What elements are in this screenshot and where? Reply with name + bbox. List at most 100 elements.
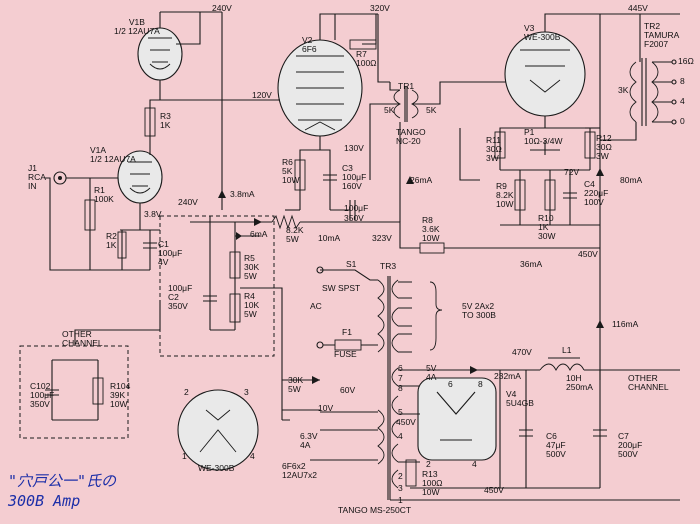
heater-6-3v: 6.3V 4A — [300, 431, 318, 450]
voltage-240v-mid: 240V — [178, 197, 198, 207]
tr2-tap-16: 16Ω — [678, 56, 694, 66]
pin-4: 4 — [250, 451, 255, 461]
caption-line1: "穴戸公一"氏の — [8, 472, 117, 490]
heater-5v-label: 5V 2Ax2 TO 300B — [462, 301, 496, 320]
tr2-tap-0: 0 — [680, 116, 685, 126]
v1b-tube — [137, 11, 222, 81]
r-8-2k-label: 8.2K 5W — [286, 225, 304, 244]
voltage-450v-bot: 450V — [484, 485, 504, 495]
tr3-transformer — [377, 276, 399, 500]
v4-pin-4: 4 — [472, 459, 477, 469]
tr3-tap-4: 4 — [398, 431, 403, 441]
heater-tubes: 6F6x2 12AU7x2 — [282, 461, 317, 480]
other-channel-1: OTHER CHANNEL — [62, 329, 103, 348]
f1-label: F1 — [342, 327, 352, 337]
v3-tube — [504, 31, 586, 117]
s1-label: S1 — [346, 259, 357, 269]
v4-pin-2: 2 — [426, 459, 431, 469]
r7-label: R7 100Ω — [356, 49, 377, 68]
l1-value: 10H 250mA — [566, 373, 593, 392]
sw-spst-label: SW SPST — [322, 283, 361, 293]
ac-label: AC — [310, 301, 322, 311]
v1a-label: V1A 1/2 12AU7A — [90, 145, 136, 164]
r12-label: R12 30Ω 3W — [596, 133, 612, 161]
tr2-3k: 3K — [618, 85, 629, 95]
c2-label: 100μF C2 350V — [168, 283, 193, 311]
c4-label: C4 220μF 100V — [584, 179, 609, 207]
tr1-label: TR1 — [398, 81, 415, 91]
pin-3: 3 — [244, 387, 249, 397]
pin-1: 1 — [182, 451, 187, 461]
v2-label: V2 6F6 — [302, 35, 317, 54]
voltage-320v: 320V — [370, 3, 390, 13]
v1a-tube — [117, 150, 163, 204]
voltage-445v: 445V — [628, 3, 648, 13]
r11-label: R11 30Ω 3W — [486, 135, 502, 163]
tr3-tap-8: 8 — [398, 383, 403, 393]
current-6ma: 6mA — [250, 229, 268, 239]
r-30k-label: 30K 5W — [288, 375, 304, 394]
v4-label: V4 5U4GB — [506, 389, 534, 408]
voltage-240v-top: 240V — [212, 3, 232, 13]
tr3-tap-5: 5 — [398, 407, 403, 417]
tr3-label: TR3 — [380, 261, 397, 271]
voltage-323v: 323V — [372, 233, 392, 243]
tr2-label: TR2 TAMURA F2007 — [644, 21, 680, 49]
tr3-tap-1: 1 — [398, 495, 403, 505]
tr3-tap-6: 6 — [398, 363, 403, 373]
fuse-label: FUSE — [334, 349, 357, 359]
r104-label: R104 39K 10W — [110, 381, 131, 409]
tr1-5k-left: 5K — [384, 105, 395, 115]
tr3-tap-3: 3 — [398, 483, 403, 493]
v1b-label: V1B 1/2 12AU7A — [114, 17, 160, 36]
voltage-3-8v: 3.8V — [144, 209, 162, 219]
voltage-470v: 470V — [512, 347, 532, 357]
rca-input-j1 — [53, 171, 67, 185]
r3-label: R3 1K — [160, 111, 171, 130]
tr3-tap-7: 7 — [398, 373, 403, 383]
caption-line2: 300B Amp — [8, 492, 81, 510]
current-80ma: 80mA — [620, 175, 643, 185]
r6-label: R6 5K 10W — [282, 157, 300, 185]
r2-label: R2 1K — [106, 231, 117, 250]
current-232ma: 232mA — [494, 371, 521, 381]
r13-label: R13 100Ω 10W — [422, 469, 443, 497]
current-3-8ma: 3.8mA — [230, 189, 255, 199]
r4-label: R4 10K 5W — [244, 291, 260, 319]
r5-label: R5 30K 5W — [244, 253, 260, 281]
p1-label: P1 10Ω-3/4W — [524, 127, 563, 146]
tr3-tap-2: 2 — [398, 471, 403, 481]
tr2-tap-8: 8 — [680, 76, 685, 86]
l1-label: L1 — [562, 345, 572, 355]
v2-tube — [277, 39, 363, 137]
tr1-5k-right: 5K — [426, 105, 437, 115]
tr2-tap-4: 4 — [680, 96, 685, 106]
voltage-10v: 10V — [318, 403, 334, 413]
tr3-name: TANGO MS-250CT — [338, 505, 412, 515]
voltage-350v: 350V — [344, 213, 364, 223]
v4-pin-6: 6 — [448, 379, 453, 389]
tr3-5v-label: 5V 4A — [426, 363, 437, 382]
voltage-120v: 120V — [252, 90, 272, 100]
tr3-450v: 450V — [396, 417, 416, 427]
c3-label: C3 100μF 160V — [342, 163, 367, 191]
c1-label: C1 100μF 4V — [158, 239, 183, 267]
voltage-72v: 72V — [564, 167, 580, 177]
c7-label: C7 200μF 500V — [618, 431, 643, 459]
pin-2: 2 — [184, 387, 189, 397]
c6-label: C6 47μF 500V — [546, 431, 566, 459]
c3b-label: 100μF — [344, 203, 369, 213]
tr2-transformer — [629, 58, 659, 126]
tr1-name: TANGO NC-20 — [396, 127, 426, 146]
current-26ma: 26mA — [410, 175, 433, 185]
we300b-pin-label: WE-300B — [198, 463, 235, 473]
r9-label: R9 8.2K 10W — [496, 181, 514, 209]
current-36ma: 36mA — [520, 259, 543, 269]
we300b-pinout — [177, 389, 259, 471]
voltage-60v: 60V — [340, 385, 356, 395]
r1-label: R1 100K — [94, 185, 114, 204]
v4-pin-8: 8 — [478, 379, 483, 389]
v4-rectifier — [417, 377, 497, 461]
